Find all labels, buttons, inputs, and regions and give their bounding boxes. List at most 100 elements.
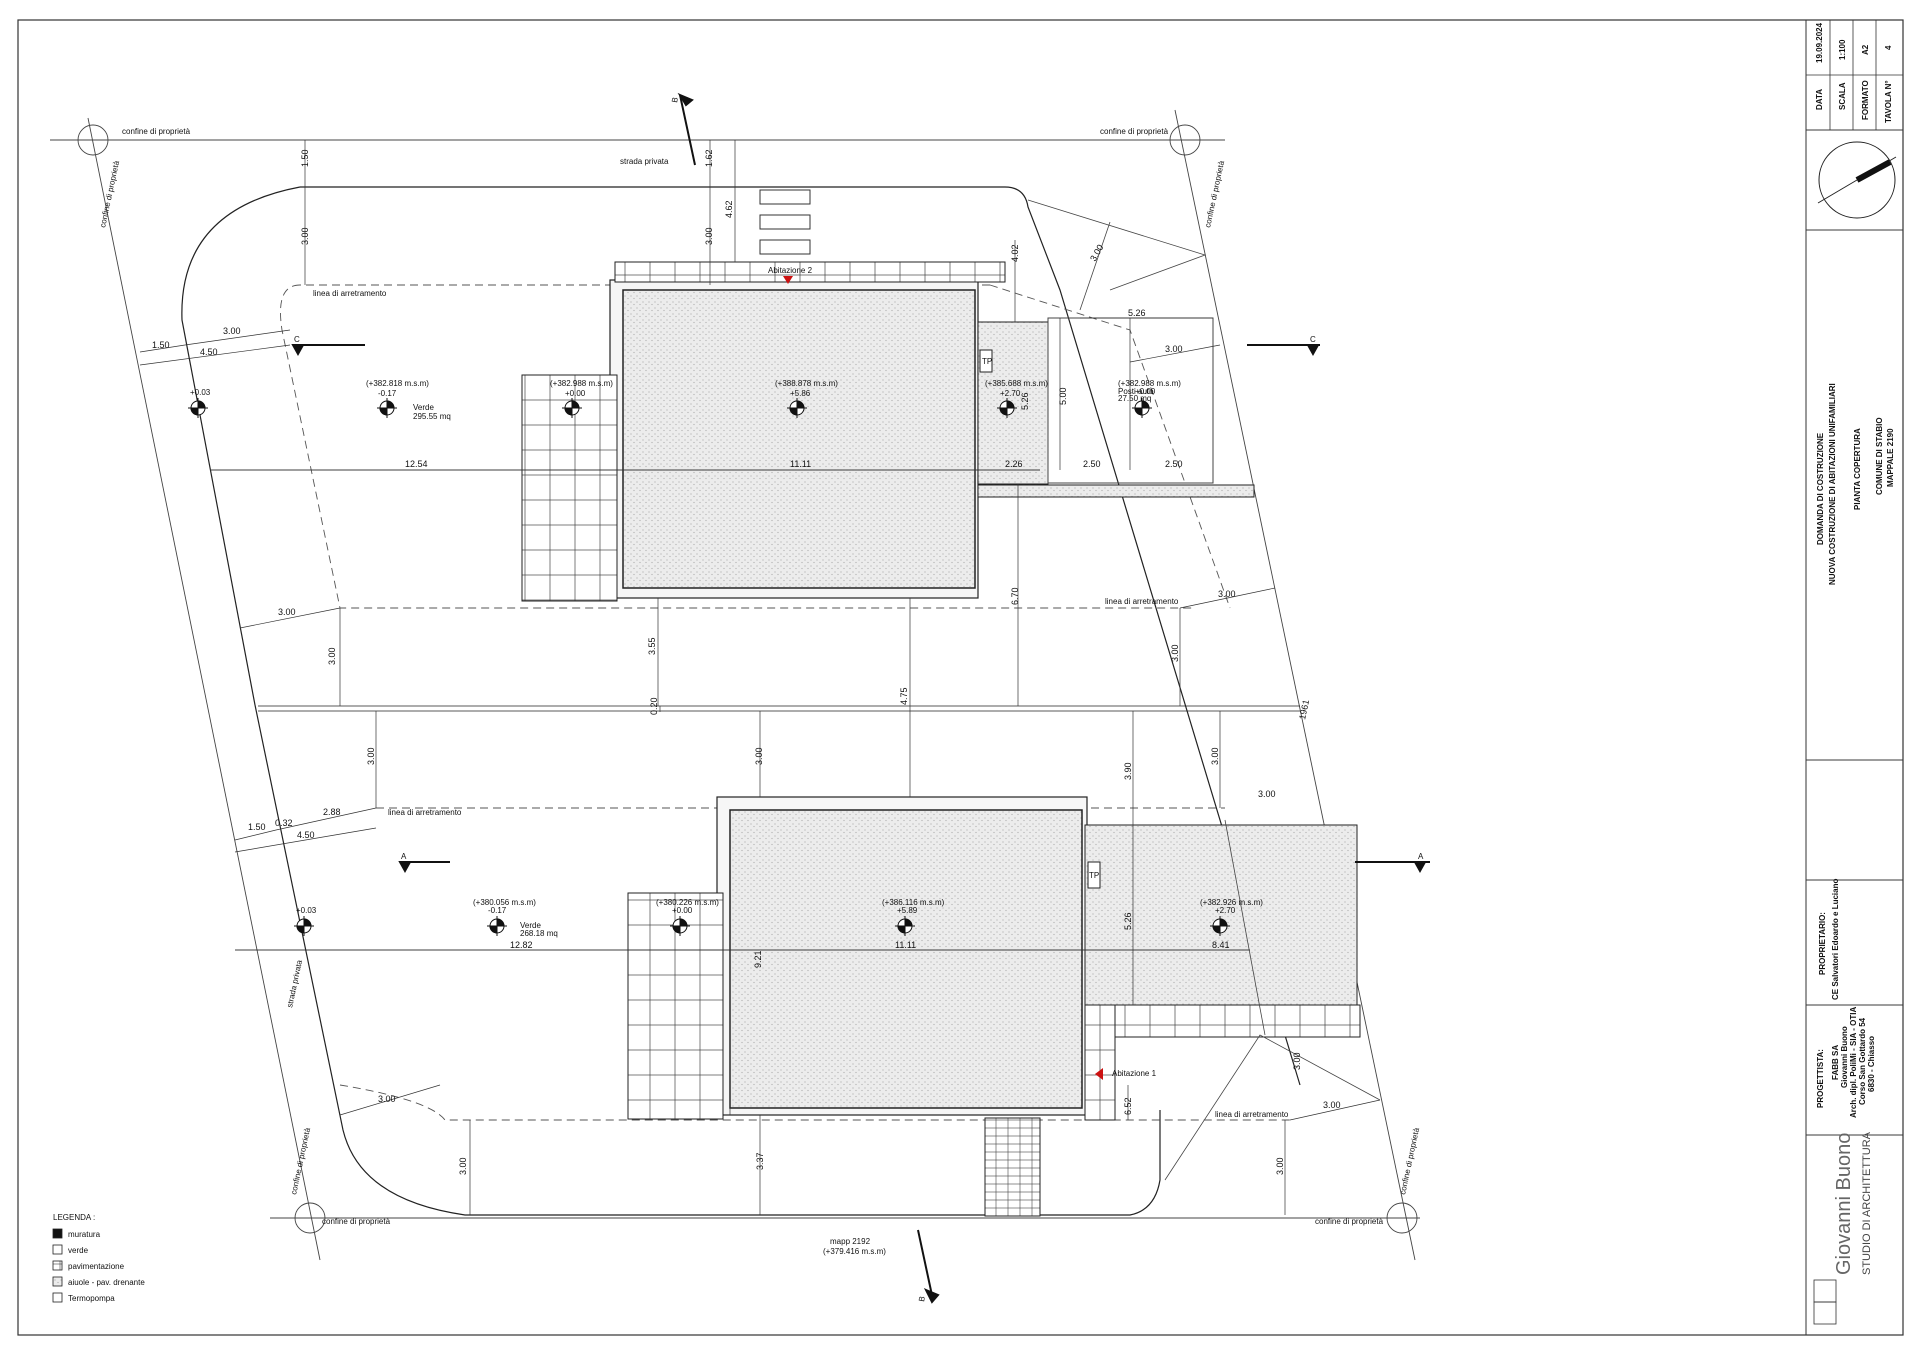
- south-terrace-level: (+380.226 m.s.m): [656, 898, 719, 907]
- tb-location-line2: MAPPALE 2190: [1886, 428, 1895, 487]
- lot-outline: [181, 186, 1301, 1216]
- tb-data-label: DATA: [1815, 89, 1824, 110]
- tb-location-line1: COMUNE DI STABIO: [1875, 417, 1884, 495]
- south-house-roof: [729, 809, 1083, 1109]
- level-marker: [997, 398, 1017, 418]
- north-parking-level: (+382.988 m.s.m): [1118, 379, 1181, 388]
- dim-label: 3.90: [1123, 762, 1133, 780]
- south-garden-area: 268.18 mq: [520, 929, 558, 938]
- tb-sheet-value: 4: [1884, 45, 1893, 50]
- dim-label: 5.26: [1020, 392, 1030, 410]
- north-upper-strip: [614, 261, 1006, 283]
- level-marker: [377, 398, 397, 418]
- title-block-frame: [1805, 19, 1904, 1336]
- tb-studio-name: Giovanni Buono: [1833, 1133, 1855, 1275]
- street-label-north: strada privata: [620, 157, 669, 166]
- level-marker: [1132, 398, 1152, 418]
- north-entry-marker: [783, 276, 793, 284]
- dim-label: 3.00: [1210, 747, 1220, 765]
- south-annex-level: (+382.926 m.s.m): [1200, 898, 1263, 907]
- plan-labels: strada privata confine di proprietà conf…: [98, 97, 1424, 1303]
- dim-label: 3.55: [647, 637, 657, 655]
- dim-label: 4.75: [899, 687, 909, 705]
- drawing-frame: [17, 19, 1807, 1336]
- section-a-east: A: [1418, 852, 1424, 861]
- south-garden-level: (+380.056 m.s.m): [473, 898, 536, 907]
- north-garden-area-label: Verde: [413, 403, 434, 412]
- dim-label: 5.00: [1058, 387, 1068, 405]
- north-arrow: [1817, 141, 1897, 219]
- dim-label: 12.54: [405, 459, 428, 469]
- dim-label: 3.00: [458, 1157, 468, 1175]
- south-tp-box: [1087, 861, 1101, 889]
- legend-item-green: verde: [68, 1246, 89, 1255]
- tb-designer-line2: Giovanni Buono: [1840, 1026, 1849, 1088]
- north-parking-rel: +0.00: [1135, 387, 1156, 396]
- north-walkway: [977, 484, 1255, 498]
- dim-label: 11.11: [790, 459, 811, 469]
- mappale-level: (+379.416 m.s.m): [823, 1247, 886, 1256]
- dim-label: 3.37: [755, 1152, 765, 1170]
- tb-scale-value: 1:100: [1838, 39, 1847, 60]
- north-tp-volume: [977, 321, 1049, 485]
- south-corner-rel: +0.03: [296, 906, 317, 915]
- dim-label: 4.02: [1010, 244, 1020, 262]
- dim-label: 3.00: [300, 227, 310, 245]
- dim-label: 11.11: [895, 940, 916, 950]
- tb-designer-line3: Arch. dipl. PoliMi - SIA - OTIA: [1849, 1007, 1858, 1118]
- dim-label: 3.00: [366, 747, 376, 765]
- section-markers: [291, 92, 1430, 1304]
- north-parking-area: 27.50 mq: [1118, 394, 1151, 403]
- north-tp-box: [979, 349, 993, 373]
- level-markers: [188, 398, 1230, 936]
- tb-designer-line4: Corso San Gottardo 54: [1858, 1017, 1867, 1105]
- tp-label-south: TP: [1089, 871, 1099, 880]
- north-step-3: [759, 239, 811, 255]
- section-c-west: C: [294, 335, 300, 344]
- level-marker: [188, 398, 208, 418]
- boundary-label-se: confine di proprietà: [1315, 1217, 1384, 1226]
- unit-label-south: Abitazione 1: [1112, 1069, 1157, 1078]
- dim-label: 3.00: [1258, 789, 1276, 799]
- setback-label-3: linea di arretramento: [388, 808, 462, 817]
- level-marker: [787, 398, 807, 418]
- tb-studio-sub: STUDIO DI ARCHITETTURA: [1861, 1131, 1873, 1275]
- dim-label: 6.52: [1123, 1097, 1133, 1115]
- dim-label: 5.26: [1123, 912, 1133, 930]
- boundary-label-nw: confine di proprietà: [122, 127, 191, 136]
- dim-label: 3.00: [278, 607, 296, 617]
- section-b-north: B: [670, 97, 680, 104]
- south-side-strip: [1084, 1004, 1116, 1121]
- dim-label: 3.00: [223, 326, 241, 336]
- tp-label-north: TP: [982, 357, 992, 366]
- dim-label: 2.50: [1083, 459, 1101, 469]
- north-tp-rel: +2.70: [1000, 389, 1021, 398]
- south-stairs: [984, 1117, 1041, 1217]
- level-marker: [895, 916, 915, 936]
- tb-format-label: FORMATO: [1861, 80, 1870, 120]
- north-terrace-level: (+382.988 m.s.m): [550, 379, 613, 388]
- south-annex-roof: [1084, 824, 1358, 1006]
- north-step-1: [759, 189, 811, 205]
- south-annex-strip: [1084, 1004, 1361, 1038]
- level-marker: [294, 916, 314, 936]
- dim-label: 2.88: [323, 807, 341, 817]
- tb-drawing-title: PIANTA COPERTURA: [1853, 428, 1862, 510]
- dim-label: 4.62: [724, 200, 734, 218]
- legend-item-heatpump: Termopompa: [68, 1294, 115, 1303]
- legend-title: LEGENDA :: [53, 1213, 95, 1222]
- setback-label-1: linea di arretramento: [313, 289, 387, 298]
- tb-owner-label: PROPRIETARIO:: [1818, 912, 1827, 975]
- dim-label: 3.00: [1088, 243, 1105, 263]
- dim-label: 1.50: [248, 822, 266, 832]
- north-corner-rel: +0.03: [190, 388, 211, 397]
- north-terrace-rel: +0.00: [565, 389, 586, 398]
- mappale-label: mapp 2192: [830, 1237, 871, 1246]
- dim-label: 8.41: [1212, 940, 1230, 950]
- dim-label: 12.82: [510, 940, 533, 950]
- dim-label: 0.20: [649, 697, 659, 715]
- tb-sheet-label: TAVOLA N°: [1884, 80, 1893, 123]
- section-b-south: B: [917, 1296, 927, 1303]
- dim-label: 1.62: [704, 149, 714, 167]
- tb-designer-line5: 6830 - Chiasso: [1867, 1036, 1876, 1092]
